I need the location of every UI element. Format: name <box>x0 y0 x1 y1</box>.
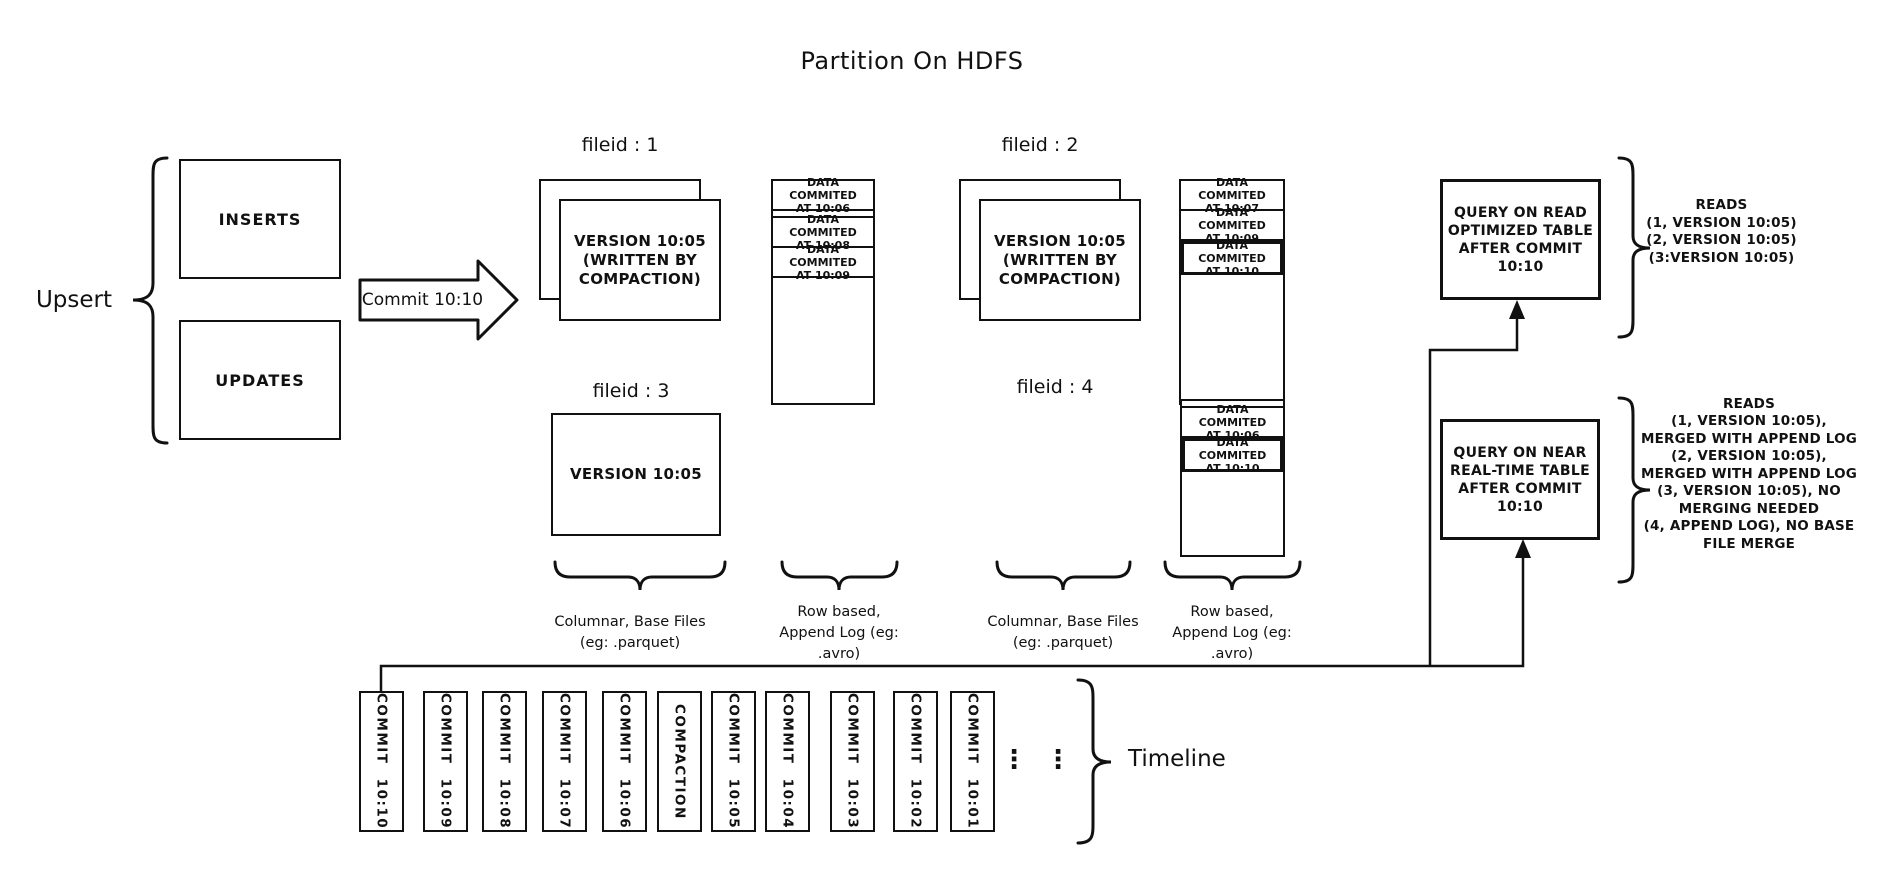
timeline-commit-label: COMMIT 10:05 <box>725 693 742 830</box>
brace-rowbased-2 <box>1163 560 1302 591</box>
brace-rowbased-1 <box>780 560 899 591</box>
fileid-2-basefile: VERSION 10:05 (WRITTEN BY COMPACTION) <box>979 199 1141 321</box>
timeline-commit-label: COMMIT 10:01 <box>964 693 981 830</box>
timeline-brace <box>1076 678 1112 845</box>
updates-box-label: UPDATES <box>215 370 305 390</box>
query-near-realtime-box: QUERY ON NEAR REAL-TIME TABLE AFTER COMM… <box>1440 419 1600 540</box>
timeline-commit-label: COMMIT 10:06 <box>616 693 633 830</box>
arrowhead-optimized <box>1509 300 1525 319</box>
label-columnar-1: Columnar, Base Files (eg: .parquet) <box>554 614 706 651</box>
log-cell: DATA COMMITED AT 10:09 <box>1181 206 1283 245</box>
timeline-compaction-label: COMPACTION <box>671 703 688 820</box>
fileid-3-basefile: VERSION 10:05 <box>551 413 721 536</box>
upsert-label: Upsert <box>35 287 113 313</box>
timeline-commit: COMMIT 10:02 <box>893 691 938 832</box>
log-cell: DATA COMMITED AT 10:09 <box>773 243 873 282</box>
label-rowbased-2: Row based, Append Log (eg: .avro) <box>1172 603 1292 662</box>
log-cell-latest: DATA COMMITED AT 10:10 <box>1182 436 1283 475</box>
log-cell: DATA COMMITED AT 10:06 <box>1182 403 1283 442</box>
timeline-commit: COMMIT 10:09 <box>423 691 468 832</box>
timeline-commit-label: COMMIT 10:09 <box>437 693 454 830</box>
brace-reads-realtime <box>1617 396 1651 584</box>
timeline-commit: COMMIT 10:04 <box>765 691 810 832</box>
upsert-brace <box>132 156 169 445</box>
fileid-2-label: fileid : 2 <box>1001 134 1079 156</box>
fileid-1-label: fileid : 1 <box>581 134 659 156</box>
reads-realtime-text: READS (1, VERSION 10:05), MERGED WITH AP… <box>1640 395 1858 552</box>
commit-arrow-label: Commit 10:10 <box>361 290 484 310</box>
timeline-commit: COMMIT 10:05 <box>711 691 756 832</box>
log-spacer <box>1182 401 1283 408</box>
timeline-commit-label: COMMIT 10:02 <box>907 693 924 830</box>
fileid-3-label: fileid : 3 <box>592 380 670 402</box>
timeline-commit: COMMIT 10:08 <box>482 691 527 832</box>
timeline-label: Timeline <box>1128 746 1226 772</box>
arrowhead-realtime <box>1515 539 1531 558</box>
inserts-box: INSERTS <box>179 159 341 279</box>
timeline-commit-label: COMMIT 10:04 <box>779 693 796 830</box>
reads-optimized-text: READS (1, VERSION 10:05) (2, VERSION 10:… <box>1646 197 1797 266</box>
fileid-4-append-log: DATA COMMITED AT 10:06 DATA COMMITED AT … <box>1180 399 1285 557</box>
timeline-commit-label: COMMIT 10:10 <box>373 693 390 830</box>
brace-reads-optimized <box>1617 156 1651 339</box>
log-cell: DATA COMMITED AT 10:06 <box>773 176 873 215</box>
label-rowbased-1: Row based, Append Log (eg: .avro) <box>779 603 899 662</box>
fileid-1-append-log: DATA COMMITED AT 10:06 DATA COMMITED AT … <box>771 176 875 405</box>
timeline-commit-label: COMMIT 10:07 <box>556 693 573 830</box>
timeline-compaction: COMPACTION <box>657 691 702 832</box>
timeline-commit: COMMIT 10:01 <box>950 691 995 832</box>
updates-box: UPDATES <box>179 320 341 440</box>
timeline-commit: COMMIT 10:07 <box>542 691 587 832</box>
timeline-commit-label: COMMIT 10:08 <box>496 693 513 830</box>
connector-timeline-to-realtime <box>379 557 1525 691</box>
timeline-commit-label: COMMIT 10:03 <box>844 693 861 830</box>
timeline-ellipsis: ⋮ <box>1001 745 1027 775</box>
log-spacer <box>773 211 873 218</box>
timeline-ellipsis: ⋮ <box>1045 745 1071 775</box>
label-columnar-2: Columnar, Base Files (eg: .parquet) <box>987 614 1139 651</box>
log-cell-latest: DATA COMMITED AT 10:10 <box>1181 239 1283 278</box>
inserts-box-label: INSERTS <box>218 209 302 229</box>
fileid-4-label: fileid : 4 <box>1016 376 1094 398</box>
query-read-optimized-box: QUERY ON READ OPTIMIZED TABLE AFTER COMM… <box>1440 179 1601 300</box>
brace-columnar-1 <box>553 560 727 591</box>
connector-timeline-to-optimized <box>1428 319 1519 666</box>
commit-arrow-shape <box>358 259 519 341</box>
fileid-2-append-log: DATA COMMITED AT 10:07 DATA COMMITED AT … <box>1179 176 1285 405</box>
brace-columnar-2 <box>995 560 1132 591</box>
timeline-commit: COMMIT 10:10 <box>359 691 404 832</box>
timeline-commit: COMMIT 10:06 <box>602 691 647 832</box>
timeline-commit: COMMIT 10:03 <box>830 691 875 832</box>
fileid-1-basefile: VERSION 10:05 (WRITTEN BY COMPACTION) <box>559 199 721 321</box>
page-title: Partition On HDFS <box>800 47 1024 75</box>
